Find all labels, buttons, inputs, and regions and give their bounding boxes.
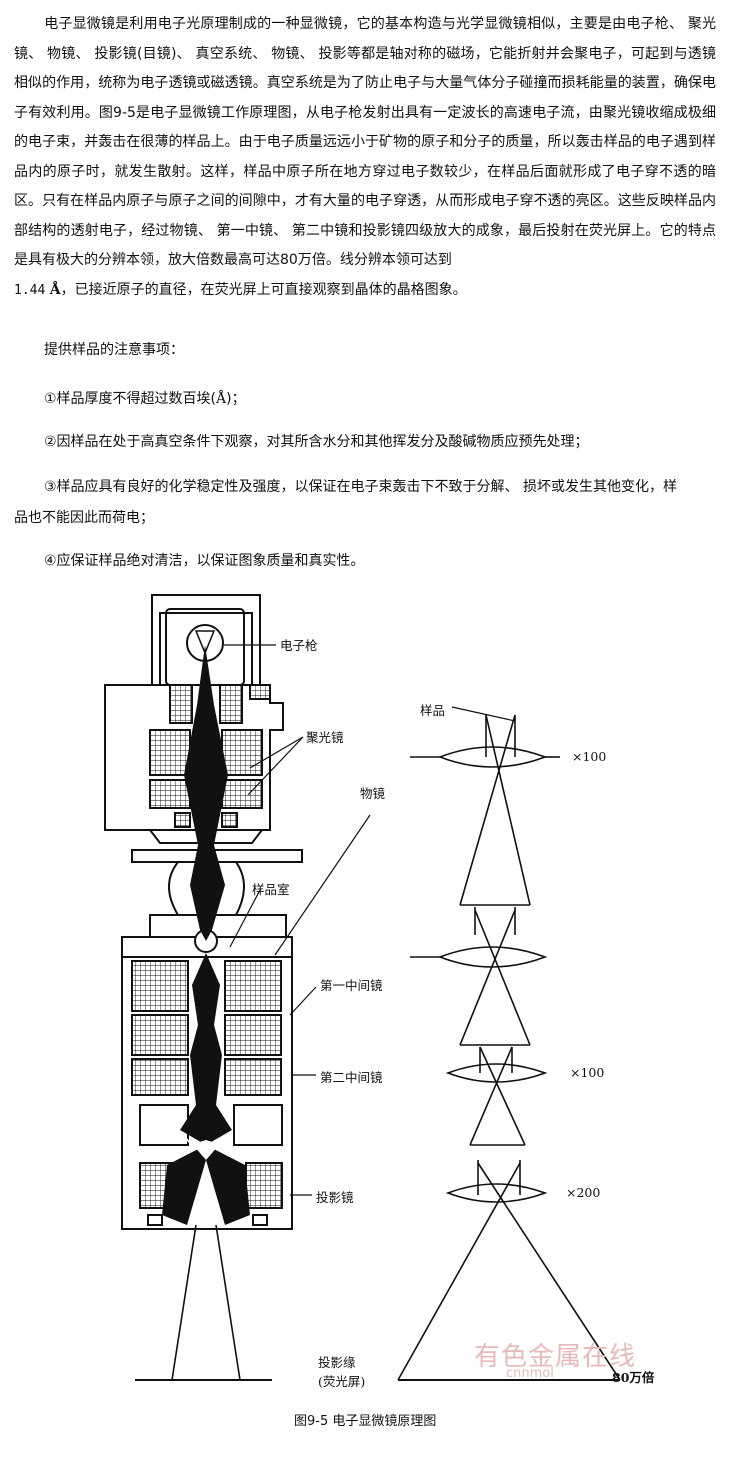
label-objective: 物镜 <box>360 786 386 801</box>
notes-heading: 提供样品的注意事项： <box>44 342 184 358</box>
label-mag-2: ×100 <box>570 1065 605 1080</box>
label-sample-chamber: 样品室 <box>252 882 290 897</box>
figure-caption: 图9-5 电子显微镜原理图 <box>294 1414 437 1429</box>
watermark-text: 有色金属在线 <box>474 1342 637 1372</box>
label-mag-1: ×100 <box>572 749 607 764</box>
label-mag-3: ×200 <box>566 1185 601 1200</box>
label-electron-gun: 电子枪 <box>280 638 318 653</box>
note-item-4: ④应保证样品绝对清洁，以保证图象质量和真实性。 <box>44 553 365 569</box>
projection-cone <box>135 1224 272 1381</box>
electron-beam <box>162 645 250 1225</box>
label-first-intermediate: 第一中间镜 <box>320 978 383 993</box>
em-diagram <box>104 594 621 1381</box>
label-condenser: 聚光镜 <box>306 730 344 745</box>
intro-tail: ，已接近原子的直径，在荧光屏上可直接观察到晶体的晶格图象。 <box>60 281 467 298</box>
label-fluorescent-screen: (荧光屏) <box>318 1374 366 1389</box>
label-total-mag: 80万倍 <box>612 1370 655 1385</box>
em-figure: 电子枪 聚光镜 物镜 样品室 第一中间镜 第二中间镜 投影镜 投影缘 (荧光屏)… <box>0 585 730 1435</box>
ray-diagram <box>397 714 621 1381</box>
note-item-1: ①样品厚度不得超过数百埃(Å)； <box>44 391 246 407</box>
angstrom-unit: Å <box>49 281 61 298</box>
label-second-intermediate: 第二中间镜 <box>320 1070 383 1085</box>
note-item-2: ②因样品在处于高真空条件下观察，对其所含水分和其他挥发分及酸碱物质应预先处理； <box>44 434 589 450</box>
label-image-plane: 投影缘 <box>318 1355 356 1370</box>
intro-text: 电子显微镜是利用电子光原理制成的一种显微镜，它的基本构造与光学显微镜相似，主要是… <box>14 16 716 268</box>
resolution-value: 1.44 <box>14 282 46 298</box>
watermark-url: cnnmol <box>506 1366 554 1381</box>
label-sample: 样品 <box>420 703 446 718</box>
label-projector: 投影镜 <box>316 1190 354 1205</box>
note-item-3: ③样品应具有良好的化学稳定性及强度，以保证在电子束轰击下不致于分解、 损坏或发生… <box>14 479 677 526</box>
intro-paragraph: 电子显微镜是利用电子光原理制成的一种显微镜，它的基本构造与光学显微镜相似，主要是… <box>14 10 716 305</box>
